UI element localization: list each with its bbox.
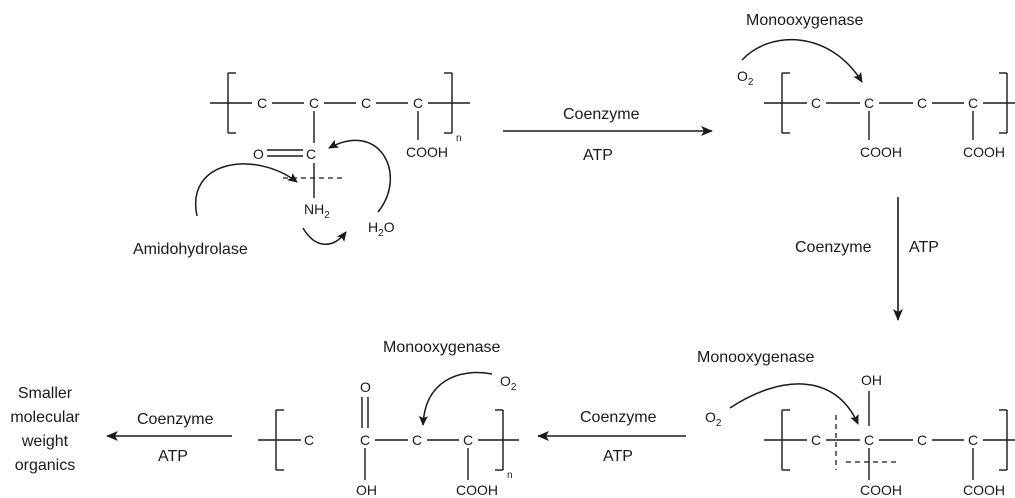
atom-c: C: [361, 95, 371, 111]
atom-c: C: [309, 95, 319, 111]
structure-keto-acid-unit: C O C C C n OH COOH: [258, 379, 519, 498]
carboxyl-group: COOH: [406, 144, 448, 160]
reaction-step-2: Coenzyme ATP: [795, 197, 939, 321]
structure-polyacrylic-acid-unit: C C C C COOH COOH: [764, 72, 1015, 160]
product-line: Smaller: [18, 385, 73, 402]
oxygen-molecule: O2: [500, 373, 517, 393]
monooxygenase-label: Monooxygenase: [383, 339, 501, 356]
monooxygenase-label: Monooxygenase: [697, 349, 815, 366]
monooxygenase-label: Monooxygenase: [746, 12, 864, 29]
reaction-step-1: Coenzyme ATP: [503, 106, 713, 164]
coenzyme-label: Coenzyme: [580, 409, 657, 426]
structure-polyacrylamide-unit: C C C C n COOH O C NH2 H2O: [210, 72, 470, 239]
oxygenation-arrow: [741, 39, 863, 83]
atom-c: C: [413, 95, 423, 111]
atom-c: C: [811, 95, 821, 111]
oxygen-molecule: O2: [705, 409, 722, 429]
amidohydrolase-arrow: [194, 163, 298, 217]
carboxyl-group: COOH: [963, 144, 1005, 160]
oxidation-arrow: [418, 371, 493, 426]
coenzyme-label: Coenzyme: [563, 106, 640, 123]
atp-label: ATP: [158, 448, 188, 465]
carboxyl-group: COOH: [860, 144, 902, 160]
oxygen-molecule: O2: [737, 68, 754, 88]
product-line: organics: [15, 457, 75, 474]
carboxyl-group: COOH: [860, 482, 902, 498]
atom-c: C: [864, 95, 874, 111]
atom-c: C: [917, 95, 927, 111]
product-line: molecular: [10, 409, 80, 426]
atom-c: C: [811, 432, 821, 448]
carboxyl-group: COOH: [456, 482, 498, 498]
final-product-label: Smaller molecular weight organics: [10, 385, 80, 474]
atom-c: C: [412, 432, 422, 448]
carboxyl-group: COOH: [963, 482, 1005, 498]
atom-c: C: [306, 146, 316, 162]
atom-c: C: [463, 432, 473, 448]
atom-o: O: [360, 379, 371, 395]
atom-c: C: [257, 95, 267, 111]
atom-c: C: [968, 432, 978, 448]
reaction-step-4: Coenzyme ATP: [106, 411, 232, 465]
atom-c: C: [304, 432, 314, 448]
atp-label: ATP: [603, 448, 633, 465]
product-line: weight: [21, 433, 69, 450]
structure-hydroxylated-unit: OH C C C C COOH COOH: [764, 372, 1015, 498]
amine-group: NH2: [304, 201, 330, 221]
amidohydrolase-label: Amidohydrolase: [133, 241, 248, 258]
repeat-subscript: n: [456, 133, 462, 144]
water-molecule: H2O: [368, 219, 395, 239]
atom-c: C: [917, 432, 927, 448]
hydroxylation-arrow: [729, 383, 859, 425]
atp-label: ATP: [583, 147, 613, 164]
reaction-step-3: Coenzyme ATP: [537, 409, 686, 465]
coenzyme-label: Coenzyme: [137, 411, 214, 428]
atom-o: O: [253, 146, 264, 162]
hydroxyl-group: OH: [356, 482, 377, 498]
hydroxyl-group: OH: [861, 372, 882, 388]
coenzyme-label: Coenzyme: [795, 239, 872, 256]
water-attack-arrow: [328, 139, 391, 213]
atom-c: C: [968, 95, 978, 111]
atp-label: ATP: [909, 239, 939, 256]
repeat-subscript: n: [507, 470, 513, 481]
atom-c: C: [360, 432, 370, 448]
atom-c: C: [864, 432, 874, 448]
amine-release-arrow: [302, 227, 347, 245]
